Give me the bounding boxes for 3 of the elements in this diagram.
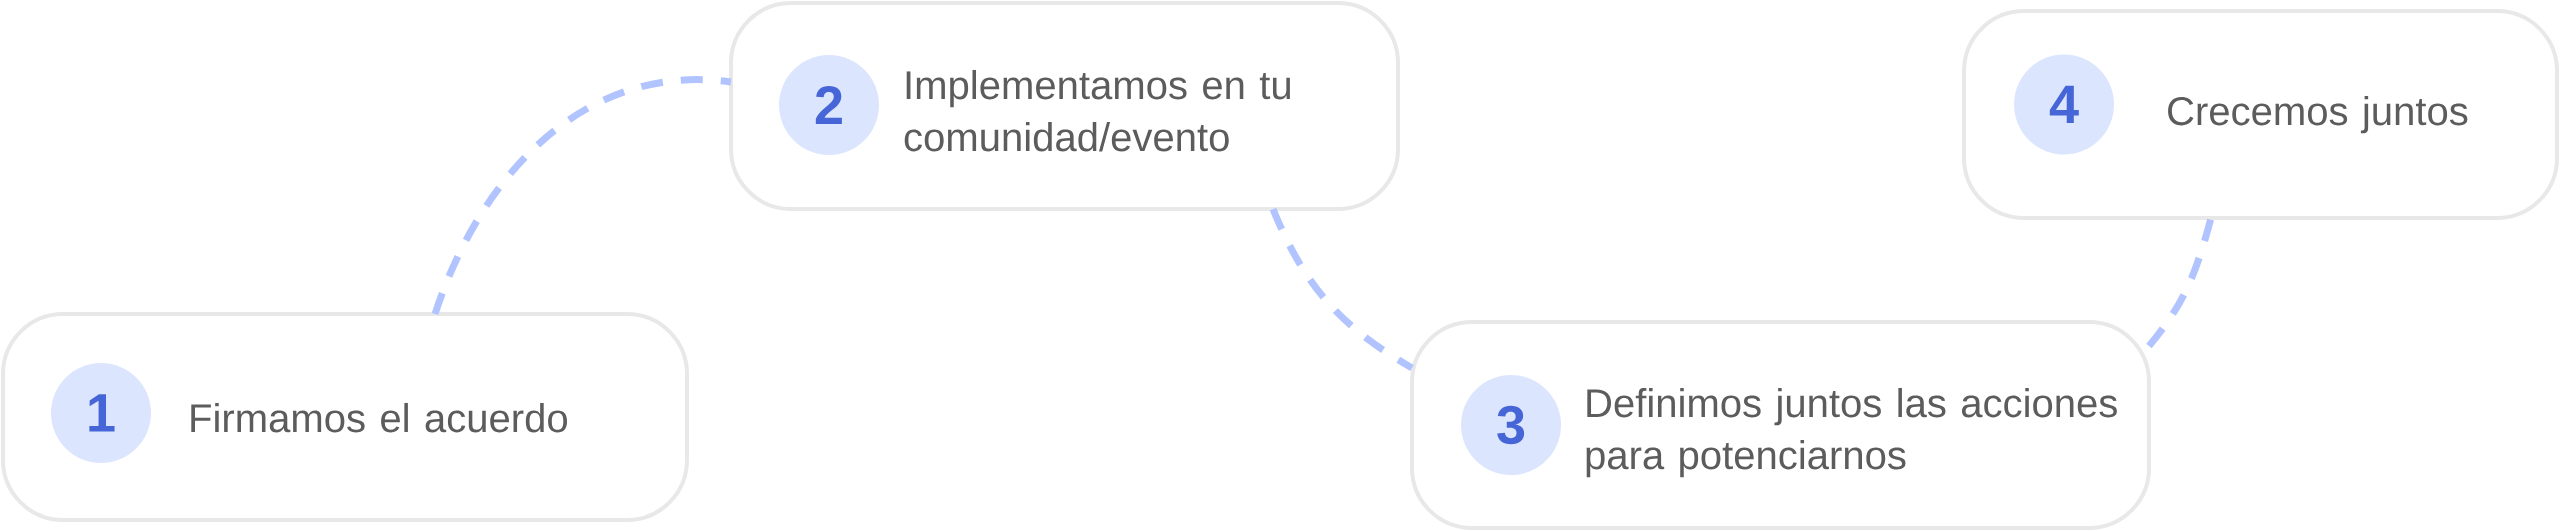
- dashed-connector: [1269, 207, 1414, 371]
- dashed-connector: [2146, 217, 2215, 349]
- dashed-connector: [431, 76, 732, 316]
